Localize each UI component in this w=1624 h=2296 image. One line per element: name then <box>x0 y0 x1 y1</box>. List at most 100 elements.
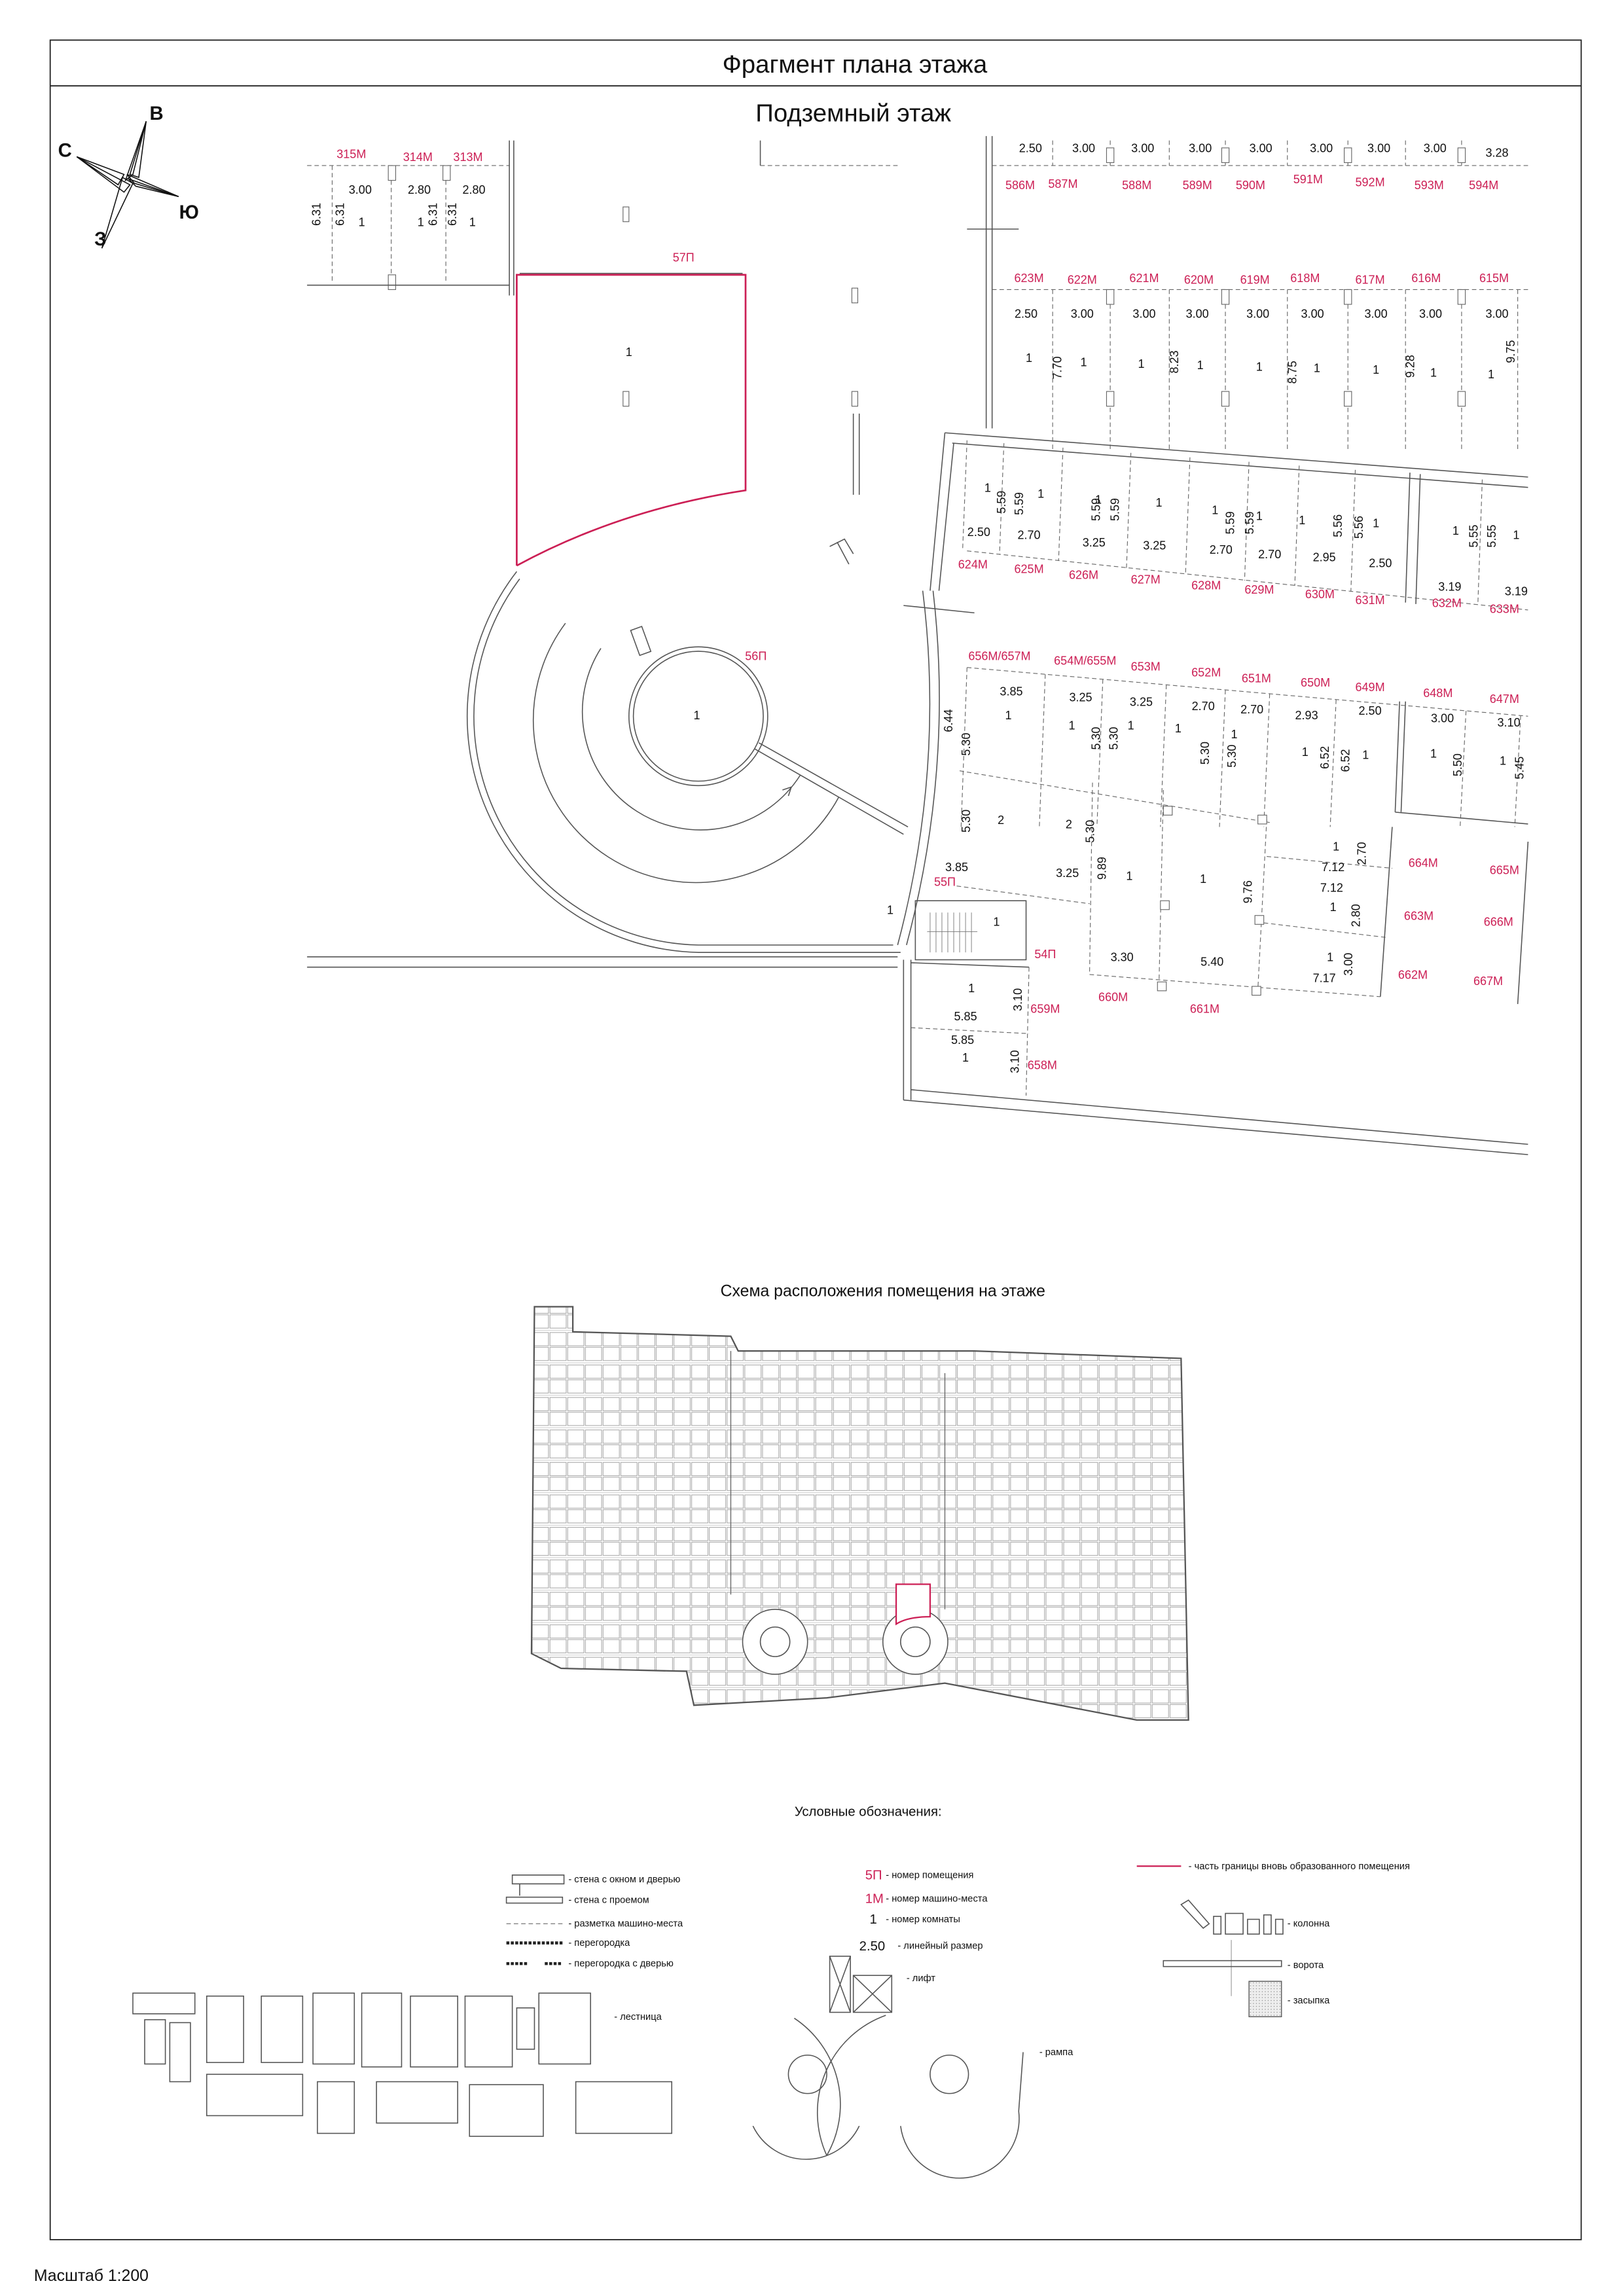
sheet-frame <box>49 39 1582 2240</box>
dimension: 3.00 <box>1189 142 1212 155</box>
premise-number: 56П <box>745 650 767 663</box>
dimension: 5.59 <box>1243 511 1256 534</box>
room-number: 1 <box>1068 719 1075 732</box>
dimension: 7.17 <box>1313 971 1336 984</box>
dimension: 3.10 <box>1008 1050 1021 1073</box>
dimension: 5.56 <box>1331 514 1344 537</box>
scheme-highlight-premise <box>895 1583 931 1626</box>
room-number: 1 <box>1488 368 1494 381</box>
dimension: 9.76 <box>1242 880 1255 903</box>
legend-sample: 2.50 <box>859 1939 885 1954</box>
parking-space-number: 651М <box>1242 672 1271 685</box>
compass-south: Ю <box>179 202 199 223</box>
room-number: 1 <box>1500 755 1506 768</box>
dimension: 7.12 <box>1322 861 1344 874</box>
room-number: 1 <box>359 215 365 228</box>
dimension: 3.00 <box>1365 307 1388 320</box>
parking-space-number: 627М <box>1131 573 1161 586</box>
sheet-title: Фрагмент плана этажа <box>723 50 988 79</box>
dimension: 2.50 <box>1019 142 1042 155</box>
room-number: 1 <box>1005 709 1011 722</box>
room-number: 1 <box>1026 351 1032 365</box>
dimension: 2.70 <box>1210 543 1233 556</box>
dimension: 2.70 <box>1017 529 1040 542</box>
parking-space-number: 618М <box>1290 272 1320 285</box>
compass-rose-icon <box>76 121 179 249</box>
parking-space-number: 617М <box>1356 273 1385 286</box>
legend-item: - номер помещения <box>886 1870 973 1880</box>
parking-space-number: 625М <box>1014 563 1043 576</box>
compass-east: В <box>149 103 163 124</box>
dimension: 3.00 <box>1367 142 1390 155</box>
dimension: 3.00 <box>1342 953 1355 976</box>
dimension: 3.00 <box>349 183 372 196</box>
room-number: 1 <box>1038 487 1044 500</box>
parking-space-number: 629М <box>1244 583 1274 596</box>
room-number: 1 <box>1197 359 1204 372</box>
dimension: 3.25 <box>1083 536 1106 549</box>
parking-space-number: 615М <box>1479 272 1509 285</box>
legend-item: - номер машино-места <box>886 1893 988 1904</box>
parking-space-number: 654М/655М <box>1054 654 1116 667</box>
room-number: 1 <box>1256 361 1263 374</box>
room-number: 1 <box>1362 749 1369 762</box>
legend-sample: 5П <box>865 1869 882 1883</box>
dimension: 2.70 <box>1258 548 1281 561</box>
parking-space-number: 587М <box>1048 177 1077 190</box>
parking-space-number: 648М <box>1423 687 1453 700</box>
room-number: 1 <box>1200 872 1206 886</box>
legend-item: - перегородка <box>568 1938 630 1948</box>
dimension: 5.85 <box>954 1010 977 1023</box>
dimension: 6.52 <box>1318 746 1331 769</box>
dimension: 9.75 <box>1504 340 1517 363</box>
dimension: 2.80 <box>1349 904 1362 927</box>
room-number: 1 <box>1430 747 1437 760</box>
dimension: 3.10 <box>1498 716 1521 729</box>
dimension: 3.00 <box>1132 307 1155 320</box>
dimension: 3.19 <box>1438 581 1461 594</box>
dimension: 3.00 <box>1071 307 1094 320</box>
parking-space-number: 666М <box>1484 916 1513 929</box>
dimension: 3.10 <box>1011 988 1024 1011</box>
parking-space-number: 650М <box>1301 676 1330 689</box>
gate-icon <box>1163 1960 1282 1967</box>
legend-item: - номер комнаты <box>886 1914 960 1925</box>
parking-space-number: 632М <box>1432 596 1462 609</box>
legend-item: - рампа <box>1039 2047 1074 2058</box>
dimension: 3.00 <box>1424 142 1447 155</box>
premise-number: 57П <box>673 251 695 264</box>
parking-space-number: 624М <box>958 558 988 571</box>
plan-drawing <box>307 135 1529 1155</box>
room-number: 1 <box>1373 517 1379 530</box>
dimension: 6.31 <box>334 203 347 226</box>
parking-space-number: 663М <box>1404 910 1434 923</box>
dimension: 2.70 <box>1355 842 1368 865</box>
dimension: 5.56 <box>1352 516 1365 539</box>
column-icon <box>1180 1899 1284 1935</box>
legend-item: - стена с проемом <box>568 1895 649 1906</box>
dimension: 5.55 <box>1485 525 1498 548</box>
dimension: 3.00 <box>1419 307 1442 320</box>
dimension: 5.30 <box>960 810 973 833</box>
floor-scheme <box>530 1306 1189 1721</box>
parking-space-number: 649М <box>1356 681 1385 694</box>
dimension: 3.00 <box>1186 307 1209 320</box>
dimension: 5.30 <box>1083 820 1096 843</box>
legend-item: - лифт <box>907 1973 935 1984</box>
backfill-icon <box>1248 1981 1282 2018</box>
dimension: 7.12 <box>1320 882 1343 895</box>
dimension: 5.59 <box>1089 498 1102 521</box>
dimension: 5.30 <box>1225 745 1238 768</box>
room-number: 1 <box>1513 529 1519 542</box>
parking-space-number: 628М <box>1191 579 1221 592</box>
legend: - стена с окном и дверью - стена с проем… <box>132 1861 1410 2179</box>
parking-space-number: 662М <box>1398 969 1428 982</box>
dimension: 2.93 <box>1295 709 1318 722</box>
elevator-icon <box>829 1956 893 2013</box>
legend-item: - засыпка <box>1288 1996 1330 2006</box>
dimension: 5.30 <box>1107 727 1120 750</box>
room-number: 1 <box>1373 363 1379 376</box>
parking-space-number: 619М <box>1240 273 1270 286</box>
floor-title: Подземный этаж <box>755 99 951 127</box>
dimension: 3.28 <box>1485 146 1508 159</box>
